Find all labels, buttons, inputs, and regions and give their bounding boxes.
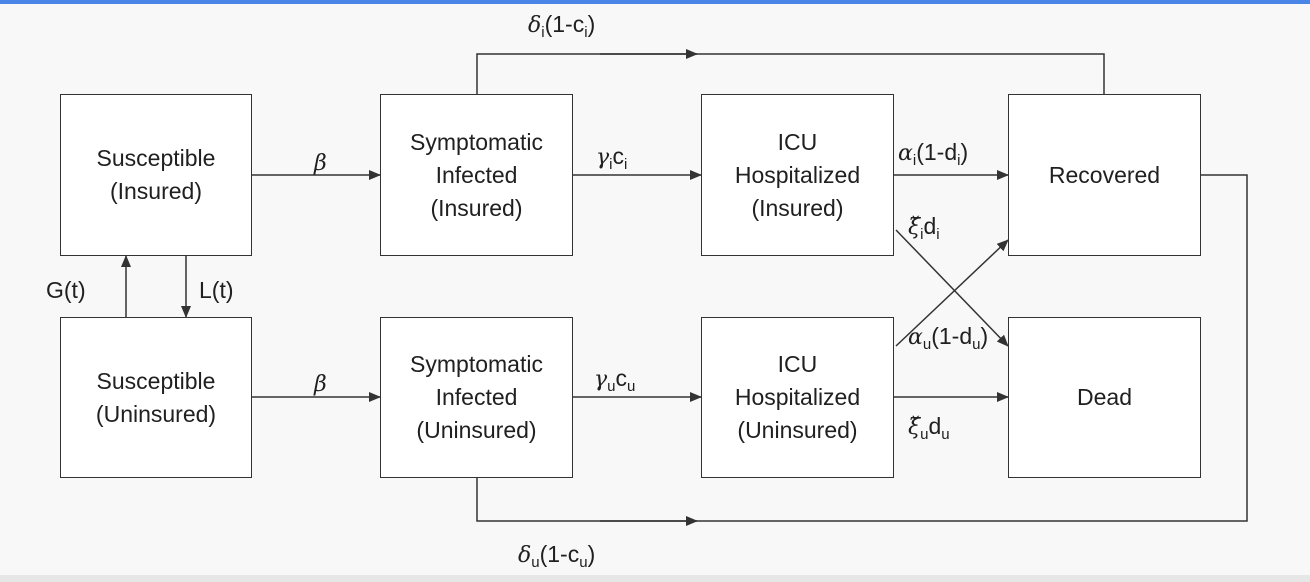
node-label: ICU Hospitalized (Insured): [734, 128, 861, 221]
xi-symbol: ξ̌: [908, 215, 921, 240]
node-infected-insured: Symptomatic Infected (Insured): [380, 94, 573, 256]
subscript: u: [920, 426, 929, 443]
xi-insured-label: ξ̌idi: [908, 212, 940, 242]
subscript: u: [607, 378, 616, 395]
subscript: u: [972, 336, 981, 353]
subscript: i: [541, 24, 545, 41]
gamma-insured-label: γici: [596, 142, 627, 172]
node-dead: Dead: [1008, 317, 1201, 478]
alpha-uninsured-arrow: [895, 239, 1009, 347]
gamma-symbol: γ: [594, 367, 608, 392]
one-minus: (1-: [539, 541, 568, 567]
one-minus: (1-: [931, 323, 960, 349]
delta-insured-path: [476, 53, 1105, 94]
node-susceptible-insured: Susceptible (Insured): [60, 94, 252, 256]
delta-uninsured-path: [476, 174, 1248, 522]
close-paren: ): [587, 11, 596, 37]
delta-symbol: δ: [518, 543, 532, 568]
node-susceptible-uninsured: Susceptible (Uninsured): [60, 317, 252, 478]
node-label: Susceptible (Uninsured): [95, 367, 217, 427]
node-icu-uninsured: ICU Hospitalized (Uninsured): [701, 317, 894, 478]
beta-symbol: β: [314, 372, 327, 397]
c-symbol: c: [572, 11, 585, 37]
gamma-uninsured-label: γucu: [594, 364, 635, 394]
node-label: Symptomatic Infected (Uninsured): [410, 351, 543, 443]
gain-label: G(t): [46, 277, 86, 303]
node-label: Dead: [1077, 384, 1132, 410]
node-label: Symptomatic Infected (Insured): [410, 128, 543, 221]
subscript: i: [609, 156, 613, 173]
beta-symbol: β: [314, 151, 327, 176]
one-minus: (1-: [916, 139, 945, 165]
subscript: u: [627, 378, 636, 395]
node-infected-uninsured: Symptomatic Infected (Uninsured): [380, 317, 573, 478]
d-symbol: d: [923, 213, 937, 239]
d-symbol: d: [928, 413, 942, 439]
d-symbol: d: [959, 323, 973, 349]
xi-insured-arrow: [895, 229, 1009, 347]
subscript: u: [579, 554, 588, 571]
d-symbol: d: [944, 139, 958, 165]
subscript: i: [920, 226, 924, 243]
beta-insured-label: β: [314, 148, 327, 178]
subscript: u: [531, 554, 540, 571]
subscript: i: [624, 156, 628, 173]
close-paren: ): [980, 323, 989, 349]
top-accent-bar: [0, 0, 1310, 4]
subscript: u: [941, 426, 950, 443]
delta-insured-label: δi(1-ci): [528, 10, 595, 40]
close-paren: ): [960, 139, 969, 165]
subscript: i: [912, 152, 917, 169]
xi-uninsured-label: ξ̌udu: [908, 412, 950, 442]
alpha-symbol: α: [908, 325, 923, 350]
beta-uninsured-label: β: [314, 369, 327, 399]
subscript: u: [922, 336, 932, 353]
subscript: i: [957, 152, 961, 169]
gamma-symbol: γ: [596, 145, 610, 170]
node-label: ICU Hospitalized (Uninsured): [734, 351, 861, 443]
node-icu-insured: ICU Hospitalized (Insured): [701, 94, 894, 256]
alpha-symbol: α: [898, 141, 913, 166]
node-label: Recovered: [1048, 161, 1161, 188]
loss-label: L(t): [199, 277, 234, 303]
node-label: Susceptible (Insured): [96, 145, 216, 204]
c-symbol: c: [615, 365, 628, 391]
subscript: i: [584, 24, 588, 41]
delta-symbol: δ: [528, 13, 542, 38]
bottom-bar: [0, 575, 1310, 582]
one-minus: (1-: [544, 11, 573, 37]
alpha-insured-label: αi(1-di): [898, 138, 968, 168]
subscript: i: [936, 226, 940, 243]
c-symbol: c: [567, 541, 580, 567]
node-recovered: Recovered: [1008, 94, 1201, 256]
close-paren: ): [587, 541, 596, 567]
c-symbol: c: [612, 143, 625, 169]
delta-uninsured-label: δu(1-cu): [518, 540, 595, 570]
alpha-uninsured-label: αu(1-du): [908, 322, 988, 352]
xi-symbol: ξ̌: [908, 415, 921, 440]
